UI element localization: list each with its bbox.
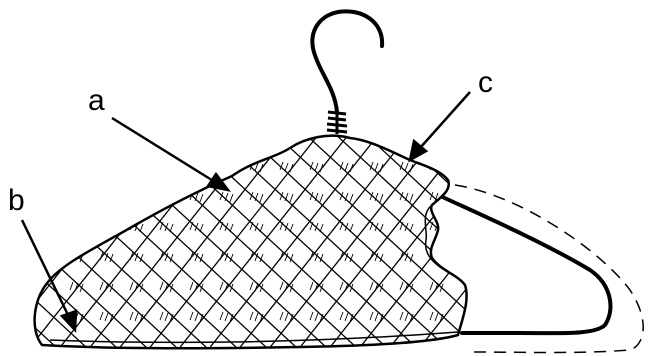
quilt-seam — [470, 120, 654, 356]
quilt-hatch — [70, 222, 83, 232]
quilt-seam — [650, 120, 654, 356]
quilt-seam — [440, 120, 630, 356]
quilt-seam — [590, 120, 654, 356]
quilt-seam — [0, 120, 30, 356]
quilt-seam — [590, 120, 654, 356]
quilt-seam — [620, 120, 654, 356]
label-a: a — [88, 84, 105, 117]
quilt-seam — [440, 120, 654, 356]
garment-outline — [455, 185, 643, 353]
quilt-hatch — [100, 162, 113, 172]
label-c: c — [478, 66, 493, 99]
quilt-hatch — [70, 192, 83, 202]
hook-wire — [312, 11, 382, 112]
quilt-seam — [650, 120, 654, 356]
quilted-pad — [0, 120, 654, 356]
quilt-seam — [500, 120, 654, 356]
label-b: b — [8, 184, 25, 217]
quilt-hatch — [100, 192, 113, 202]
quilt-hatch — [100, 222, 113, 232]
quilt-hatch — [160, 162, 173, 172]
quilt-hatch — [220, 162, 233, 172]
neck-coil — [327, 112, 347, 134]
quilt-seam — [530, 120, 654, 356]
arrow-c-line — [420, 92, 470, 148]
quilt-seam — [0, 120, 10, 356]
quilt-seam — [500, 120, 654, 356]
arrow-a-line — [112, 118, 215, 182]
quilt-hatch — [160, 192, 173, 202]
quilt-hatch — [70, 162, 83, 172]
quilt-hatch — [130, 192, 143, 202]
quilt-seam — [530, 120, 654, 356]
quilt-seam — [620, 120, 654, 356]
quilt-hatch — [130, 162, 143, 172]
quilt-seam — [470, 120, 654, 356]
